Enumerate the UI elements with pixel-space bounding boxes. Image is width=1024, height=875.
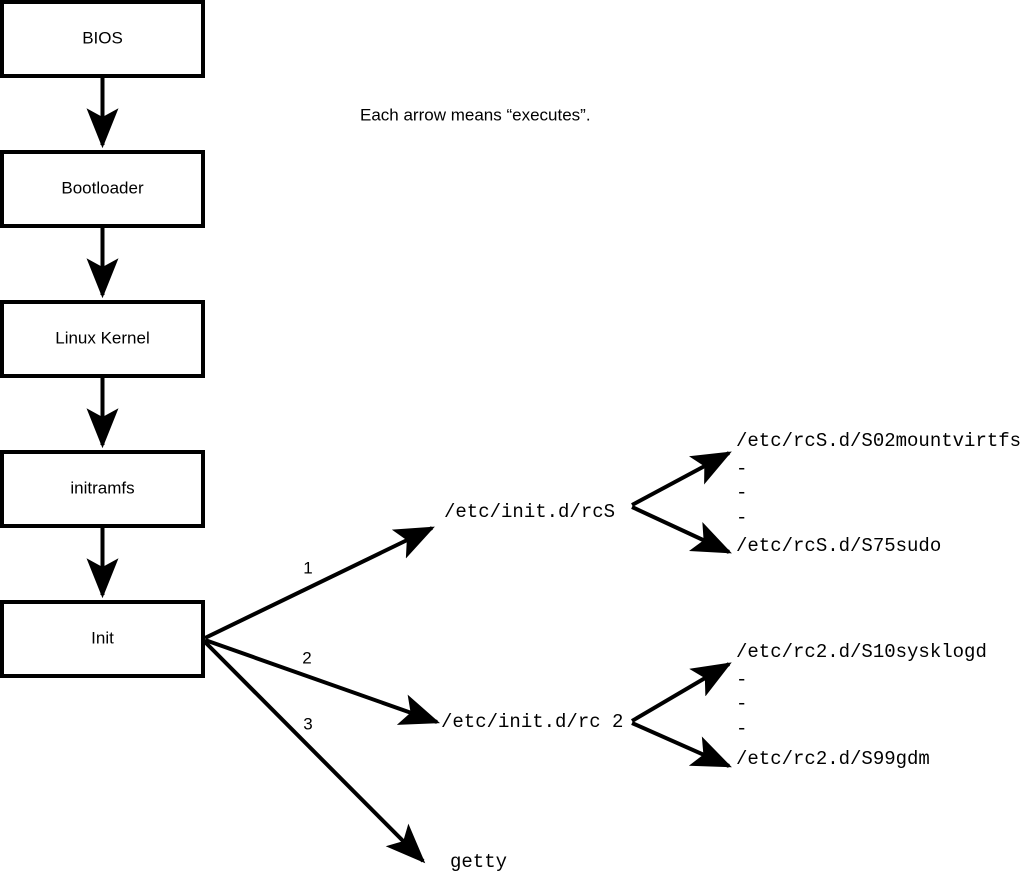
- arrow-init-branch-2: [204, 638, 441, 725]
- rc2-ellipsis-dash-3: -: [736, 718, 747, 740]
- branch-1-number: 1: [303, 558, 312, 577]
- box-linux-kernel-label: Linux Kernel: [55, 328, 150, 347]
- box-init-label: Init: [91, 628, 114, 647]
- box-initramfs-label: initramfs: [70, 478, 134, 497]
- rc2-script-last-label: /etc/rc2.d/S99gdm: [736, 748, 930, 770]
- rc2-script-first-label: /etc/rc2.d/S10sysklogd: [736, 641, 987, 663]
- node-getty-label: getty: [450, 851, 507, 873]
- node-init-d-rc2-label: /etc/init.d/rc 2: [441, 711, 623, 733]
- branch-2-number: 2: [302, 648, 311, 667]
- rcs-ellipsis-dash-2: -: [736, 482, 747, 504]
- rcs-script-last-label: /etc/rcS.d/S75sudo: [736, 535, 941, 557]
- diagram-caption: Each arrow means “executes”.: [360, 105, 591, 124]
- branch-3-number: 3: [303, 714, 312, 733]
- box-linux-kernel-rect: [0, 300, 205, 378]
- box-bios-label: BIOS: [82, 28, 123, 47]
- arrow-rcs-to-last: [631, 505, 732, 554]
- box-bootloader: Bootloader: [0, 150, 205, 228]
- box-init-rect: [0, 600, 205, 678]
- box-linux-kernel: Linux Kernel: [0, 300, 205, 378]
- rcs-ellipsis-dash-1: -: [736, 458, 747, 480]
- box-bios: BIOS: [0, 0, 205, 78]
- rcs-script-first-label: /etc/rcS.d/S02mountvirtfs: [736, 430, 1021, 452]
- arrow-rc2-to-last: [631, 721, 732, 768]
- box-init: Init: [0, 600, 205, 678]
- node-init-d-rcs-label: /etc/init.d/rcS: [444, 501, 615, 523]
- arrow-rcs-to-first: [631, 451, 732, 507]
- rc2-ellipsis-dash-2: -: [736, 693, 747, 715]
- box-bootloader-label: Bootloader: [61, 178, 144, 197]
- box-bios-rect: [0, 0, 205, 78]
- arrow-init-branch-3: [203, 640, 426, 864]
- rcs-ellipsis-dash-3: -: [736, 507, 747, 529]
- rc2-ellipsis-dash-1: -: [736, 669, 747, 691]
- arrow-init-branch-1: [204, 526, 435, 640]
- box-initramfs: initramfs: [0, 450, 205, 528]
- box-bootloader-rect: [0, 150, 205, 228]
- arrow-rc2-to-first: [630, 662, 732, 723]
